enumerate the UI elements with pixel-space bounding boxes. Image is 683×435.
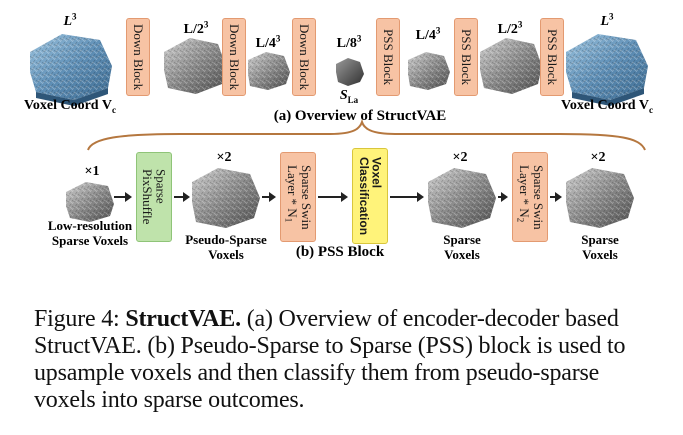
arrow-5 [390, 192, 424, 202]
terrain-down-2 [248, 52, 290, 90]
pss-block-3: PSS Block [540, 18, 564, 96]
terrain-input-voxel [30, 34, 112, 106]
multiplier-1: ×1 [84, 164, 100, 179]
figure-caption: Figure 4: StructVAE. (a) Overview of enc… [34, 306, 626, 413]
terrain-lowres-sparse [66, 182, 114, 222]
res-label-output: L3 [600, 11, 614, 29]
terrain-up-1 [408, 52, 450, 90]
input-voxel-label: Voxel Coord Vc [24, 98, 116, 115]
arrow-1 [114, 192, 132, 202]
down-block-3: Down Block [292, 18, 316, 96]
res-label-eighth: L/83 [336, 33, 362, 51]
res-label-half: L/23 [183, 19, 209, 37]
terrain-pseudo-sparse [192, 168, 260, 228]
arrow-7 [550, 192, 562, 202]
res-label-half-up: L/23 [497, 19, 523, 37]
arrow-4 [318, 192, 348, 202]
down-block-2: Down Block [222, 18, 246, 96]
latent-label: SLa [339, 88, 359, 105]
arrow-2 [174, 192, 190, 202]
arrow-6 [498, 192, 508, 202]
down-block-1: Down Block [126, 18, 150, 96]
terrain-sparse-2 [566, 168, 634, 228]
output-voxel-label: Voxel Coord Vc [561, 98, 653, 115]
panel-a-caption: (a) Overview of StructVAE [273, 108, 447, 124]
multiplier-2: ×2 [216, 150, 232, 165]
terrain-sparse-1 [428, 168, 496, 228]
terrain-up-2 [480, 38, 542, 94]
multiplier-4: ×2 [590, 150, 606, 165]
res-label-quarter-up: L/43 [415, 25, 441, 43]
detail-bracket [87, 118, 646, 151]
pss-block-1: PSS Block [376, 18, 400, 96]
res-label-input: L3 [63, 11, 77, 29]
arrow-3 [262, 192, 276, 202]
panel-b-caption: (b) PSS Block [295, 244, 385, 260]
terrain-latent [336, 58, 364, 86]
res-label-quarter: L/43 [255, 33, 281, 51]
terrain-down-1 [164, 38, 226, 94]
multiplier-3: ×2 [452, 150, 468, 165]
terrain-output-voxel [566, 34, 648, 106]
pss-block-2: PSS Block [454, 18, 478, 96]
